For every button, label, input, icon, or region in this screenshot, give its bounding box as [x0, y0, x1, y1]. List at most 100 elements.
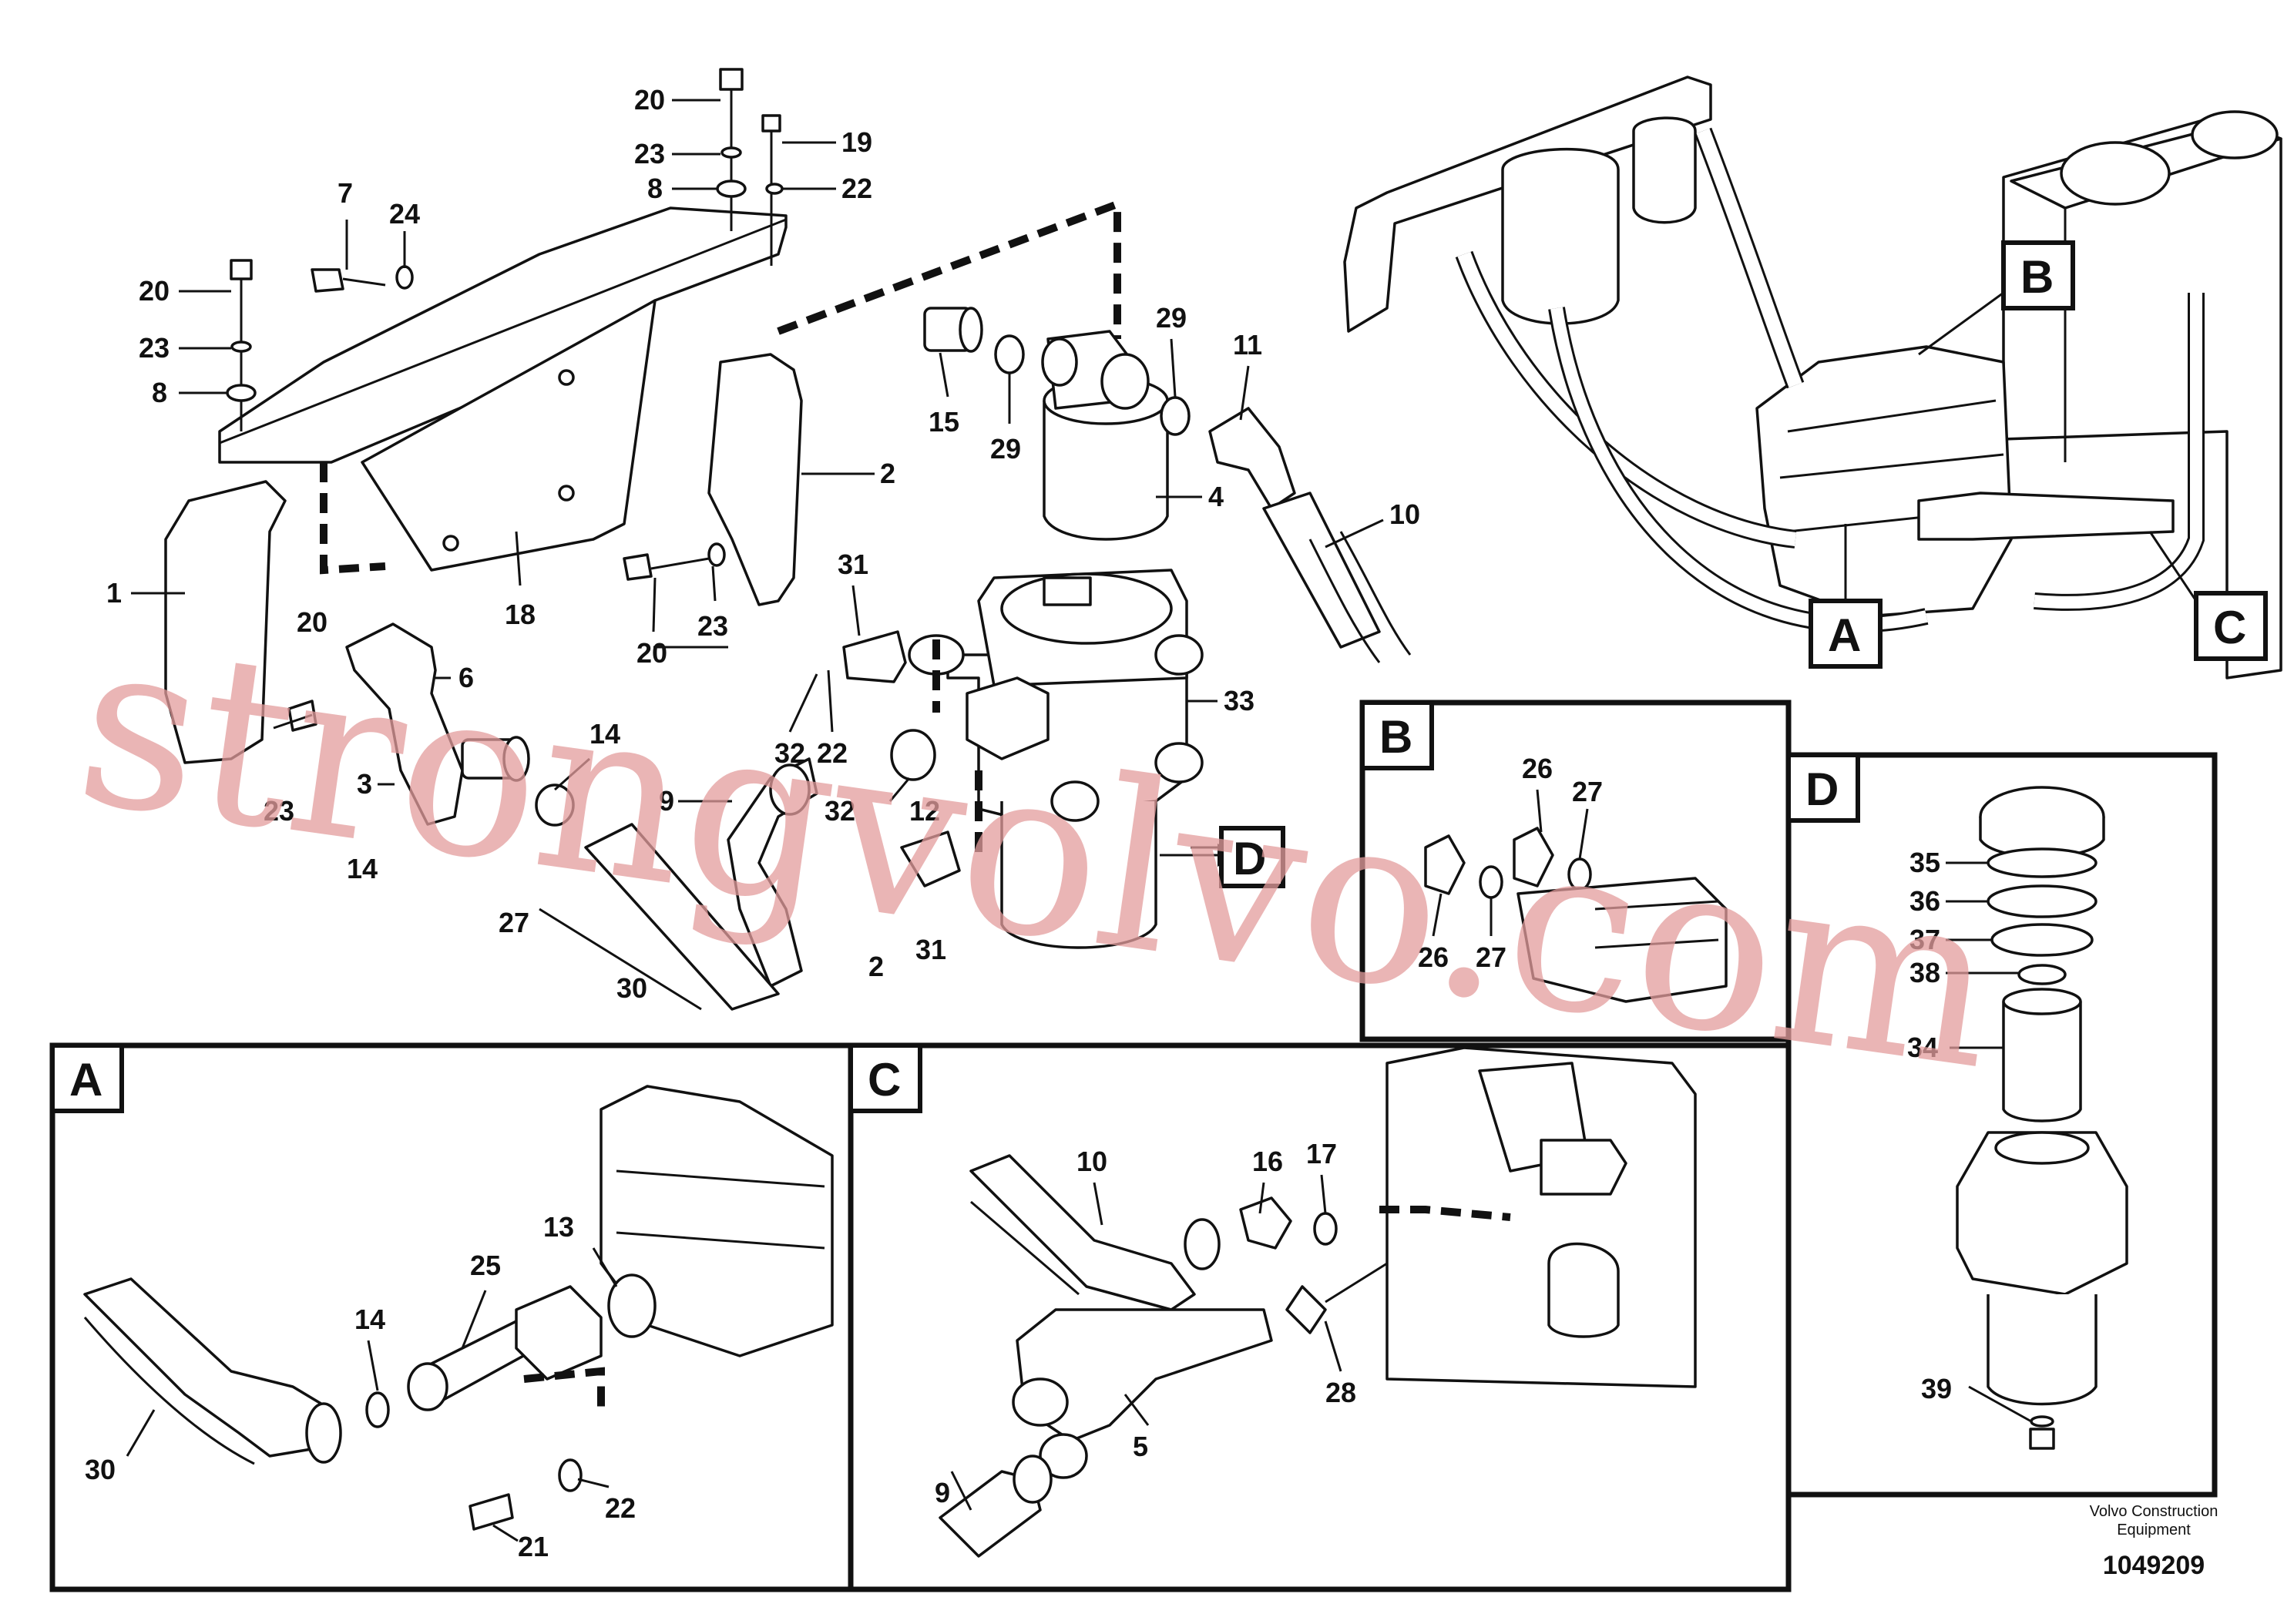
- tag-letter: C: [2213, 602, 2246, 653]
- callout: 38: [1909, 957, 1940, 988]
- callout: 8: [152, 377, 167, 408]
- bracket-6: [345, 622, 464, 826]
- callout: 22: [841, 173, 872, 204]
- mounting-plate: [361, 299, 657, 572]
- callout: 29: [990, 433, 1021, 465]
- elbow-9: [727, 757, 818, 988]
- callout: 11: [1233, 329, 1262, 361]
- right-bracket: [707, 353, 803, 606]
- callout: 13: [543, 1211, 574, 1243]
- detail-c-frame: [848, 1042, 1792, 1592]
- filter-4: [1041, 330, 1169, 541]
- tag-letter: C: [868, 1054, 901, 1106]
- callout: 4: [1208, 481, 1224, 512]
- tag-letter: B: [1379, 711, 1412, 763]
- callout: 5: [1133, 1431, 1148, 1462]
- callout: 15: [929, 406, 959, 438]
- callout: 37: [1909, 924, 1940, 955]
- callout: 14: [589, 718, 620, 750]
- filter-33: [908, 569, 1204, 949]
- tag-letter: A: [69, 1054, 102, 1106]
- callout: 33: [1224, 685, 1254, 716]
- callout: 26: [1418, 941, 1449, 973]
- callout: 19: [841, 126, 872, 158]
- tag-d-pointer: D: [1160, 826, 1285, 888]
- bolt-7: [311, 265, 414, 293]
- clamp-31a: [842, 630, 907, 683]
- callout: 2: [880, 458, 895, 489]
- callout: 22: [817, 737, 848, 769]
- tag-c-overview: C: [2148, 531, 2268, 661]
- callout: 1: [106, 577, 122, 609]
- footer-brand-line1: Volvo Construction: [2090, 1503, 2218, 1520]
- callout: 9: [659, 785, 674, 817]
- callout: 22: [605, 1492, 636, 1524]
- crossbar-bracket: [218, 206, 788, 464]
- fitting-27: [461, 736, 575, 827]
- tag-b-overview: B: [1918, 240, 2075, 356]
- callout: 31: [915, 934, 946, 965]
- callout: 27: [1476, 941, 1506, 973]
- tag-a-overview: A: [1809, 524, 1883, 669]
- callout: 30: [85, 1454, 116, 1485]
- callout: 3: [357, 768, 372, 800]
- tag-letter: B: [2020, 251, 2054, 303]
- callout: 8: [647, 173, 663, 204]
- callouts-main: 20 23 8 19 22 7 24 20 23 8 15 29 29 11 4…: [106, 84, 1420, 1004]
- callout: 26: [1522, 753, 1553, 784]
- callout: 17: [1306, 1138, 1337, 1169]
- detail-c-tag: [848, 1043, 922, 1113]
- callout: 20: [636, 637, 667, 669]
- callout: 32: [825, 795, 855, 827]
- tag-box-a: [1809, 599, 1883, 669]
- callout: 18: [505, 599, 536, 630]
- seal-29b: [1160, 396, 1191, 436]
- tag-letter: D: [1233, 833, 1266, 884]
- detail-a: A 13 25 14 30 21 22: [49, 1042, 854, 1592]
- callout: 20: [634, 84, 665, 116]
- callout: 16: [1252, 1146, 1283, 1177]
- main-assembly: 20 23 8 19 22 7 24 20 23 8 15 29 29 11 4…: [106, 68, 1420, 1011]
- tag-letter: A: [1828, 609, 1861, 661]
- callout: 39: [1921, 1373, 1952, 1404]
- tag-box-b: [2001, 240, 2075, 310]
- hose-10: [1262, 492, 1381, 649]
- detail-b-tag: [1360, 700, 1434, 770]
- seal-12: [890, 729, 936, 781]
- callout: 23: [264, 795, 294, 827]
- callout: 23: [139, 332, 170, 364]
- callout: 9: [935, 1477, 950, 1508]
- callout: 29: [1156, 302, 1187, 334]
- detail-a-tag: [50, 1043, 124, 1113]
- callout: 12: [909, 795, 940, 827]
- detail-b: B 26 27 26 27: [1359, 700, 1792, 1042]
- tag-box-d-main: [1219, 826, 1285, 888]
- callout: 2: [868, 951, 884, 982]
- dash-connection-2: [320, 462, 386, 575]
- clamp-31b: [900, 830, 961, 887]
- callout: 21: [518, 1531, 549, 1562]
- detail-d: D 35 36 37 38 34 39: [1785, 752, 2218, 1498]
- callout: 7: [338, 177, 353, 209]
- bolt-stack-top: [716, 68, 784, 266]
- callout: 30: [616, 972, 647, 1004]
- tag-box-c: [2194, 591, 2268, 661]
- callout: 27: [499, 907, 529, 938]
- overview-assembly: B A C: [1343, 75, 2282, 679]
- detail-d-tag: [1786, 753, 1860, 823]
- callout: 24: [389, 198, 420, 230]
- tag-letter: D: [1805, 763, 1839, 815]
- callout: 20: [139, 275, 170, 307]
- fitting-15: [923, 307, 983, 353]
- callout: 32: [774, 737, 805, 769]
- footer-block: Volvo Construction Equipment 1049209: [2090, 1503, 2218, 1580]
- leaders-main: [131, 99, 1384, 849]
- drawing-number: 1049209: [2103, 1551, 2205, 1580]
- callout: 10: [1076, 1146, 1107, 1177]
- callout: 10: [1389, 498, 1420, 530]
- left-bracket: [164, 480, 287, 764]
- control-valve: [1755, 345, 2013, 618]
- footer-brand-line2: Equipment: [2117, 1522, 2191, 1538]
